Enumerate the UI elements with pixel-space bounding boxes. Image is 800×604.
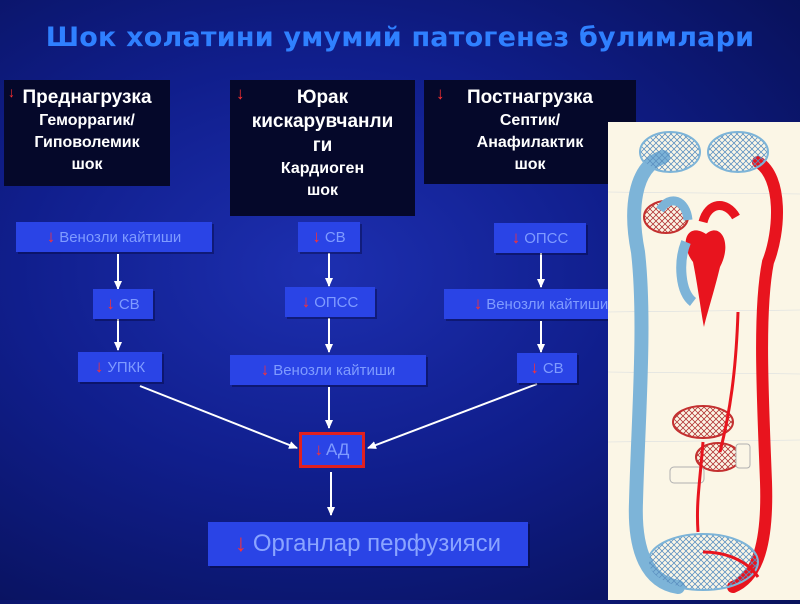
- step-label: ОПСС: [524, 230, 569, 247]
- down-arrow-icon: ↓: [260, 360, 270, 379]
- down-arrow-icon: ↓: [301, 292, 311, 311]
- down-arrow-icon: ↓: [473, 294, 483, 313]
- step-label: СВ: [118, 296, 140, 313]
- step-opss: ↓ОПСС: [285, 287, 375, 317]
- connector-arrow: [367, 383, 538, 449]
- down-arrow-icon: ↓: [234, 530, 247, 557]
- down-arrow-icon: ↓: [312, 227, 321, 246]
- step-venous-return: ↓Венозли кайтиши: [230, 355, 426, 385]
- step-label: ОПСС: [314, 294, 359, 311]
- header-contractility-line3: ги: [312, 135, 333, 156]
- step-venous-return: ↓Венозли кайтиши: [444, 289, 638, 319]
- header-afterload-line4: шок: [514, 156, 546, 173]
- down-arrow-icon: ↓: [530, 358, 539, 377]
- header-contractility: ↓ Юрак кискарувчанли ги Кардиоген шок: [230, 80, 415, 216]
- step-venous-return: ↓Венозли кайтиши: [16, 222, 212, 252]
- slide-title: Шок холатини умумий патогенез булимлари: [45, 22, 755, 53]
- down-arrow-icon: ↓: [436, 84, 445, 103]
- header-preload-line1: Преднагрузка: [22, 87, 152, 108]
- circulation-illustration: [607, 122, 800, 600]
- header-contractility-line1: Юрак: [296, 87, 349, 108]
- blood-pressure-label: АД: [326, 440, 350, 459]
- header-preload-line3: Гиповолемик: [34, 134, 140, 151]
- step-cardiac-output: ↓СВ: [93, 289, 153, 319]
- header-preload-line4: шок: [71, 156, 103, 173]
- down-arrow-icon: ↓: [106, 294, 115, 313]
- header-afterload-line3: Анафилактик: [476, 134, 584, 151]
- header-afterload: ↓ Постнагрузка Септик/ Анафилактик шок: [424, 80, 636, 184]
- connector-arrow: [139, 385, 298, 449]
- step-label: Венозли кайтиши: [486, 296, 609, 313]
- step-cardiac-output: ↓СВ: [517, 353, 577, 383]
- organ-perfusion-box: ↓Органлар перфузияси: [208, 522, 528, 566]
- down-arrow-icon: ↓: [314, 440, 324, 459]
- header-contractility-line5: шок: [306, 182, 339, 199]
- down-arrow-icon: ↓: [511, 228, 521, 247]
- down-arrow-icon: ↓: [236, 84, 245, 103]
- step-label: Венозли кайтиши: [59, 229, 182, 246]
- step-label: Венозли кайтиши: [273, 362, 396, 379]
- down-arrow-icon: ↓: [94, 357, 104, 376]
- down-arrow-icon: ↓: [8, 84, 15, 100]
- step-label: СВ: [542, 360, 564, 377]
- organ-perfusion-label: Органлар перфузияси: [252, 530, 502, 557]
- header-afterload-line2: Септик/: [499, 112, 561, 129]
- down-arrow-icon: ↓: [46, 227, 56, 246]
- circulation-diagram-image: [607, 131, 800, 594]
- header-contractility-line4: Кардиоген: [280, 160, 365, 177]
- header-contractility-line2: кискарувчанли: [251, 111, 394, 132]
- step-label: СВ: [324, 229, 346, 246]
- step-upkk: ↓УПКК: [78, 352, 162, 382]
- step-cardiac-output: ↓СВ: [298, 222, 360, 252]
- blood-pressure-box: ↓АД: [299, 432, 365, 468]
- header-preload-line2: Геморрагик/: [39, 112, 135, 129]
- step-label: УПКК: [107, 359, 146, 376]
- step-opss: ↓ОПСС: [494, 223, 586, 253]
- header-preload: ↓ Преднагрузка Геморрагик/ Гиповолемик шо…: [4, 80, 170, 186]
- header-afterload-line1: Постнагрузка: [466, 87, 594, 108]
